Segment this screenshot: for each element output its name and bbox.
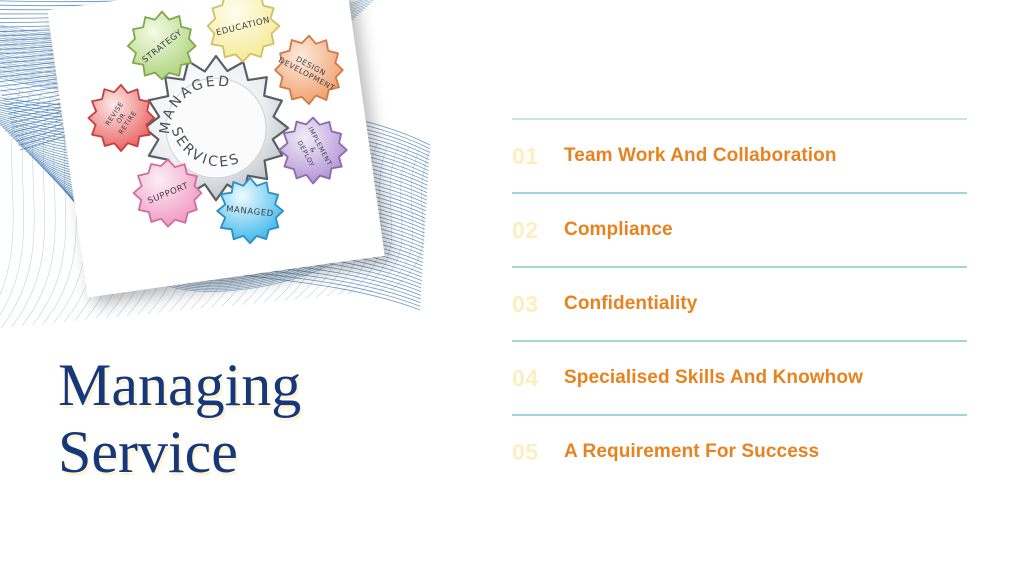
agenda-number-01: 01	[512, 142, 539, 169]
slide-title-line-2: Service	[58, 419, 238, 486]
agenda-item-04[interactable]: 04 Specialised Skills And Knowhow	[512, 340, 967, 414]
agenda-item-02[interactable]: 02 Compliance	[512, 192, 967, 266]
agenda-label-04: Specialised Skills And Knowhow	[564, 367, 863, 388]
svg-text:&: &	[308, 146, 318, 155]
agenda-number-05: 05	[512, 438, 539, 465]
agenda-item-01[interactable]: 01 Team Work And Collaboration	[512, 118, 967, 192]
agenda-number-02: 02	[512, 216, 539, 243]
slide-title: Managing Service	[58, 352, 478, 486]
agenda-item-05[interactable]: 05 A Requirement For Success	[512, 414, 967, 488]
agenda-item-03[interactable]: 03 Confidentiality	[512, 266, 967, 340]
agenda-list: 01 Team Work And Collaboration 02 Compli…	[512, 118, 967, 488]
agenda-number-03: 03	[512, 290, 539, 317]
agenda-number-04: 04	[512, 364, 539, 391]
slide-title-line-1: Managing	[58, 352, 302, 418]
agenda-label-02: Compliance	[564, 219, 673, 240]
agenda-label-01: Team Work And Collaboration	[564, 145, 837, 166]
agenda-label-03: Confidentiality	[564, 293, 698, 314]
svg-text:MANAGED: MANAGED	[226, 204, 275, 219]
agenda-label-05: A Requirement For Success	[564, 441, 820, 462]
